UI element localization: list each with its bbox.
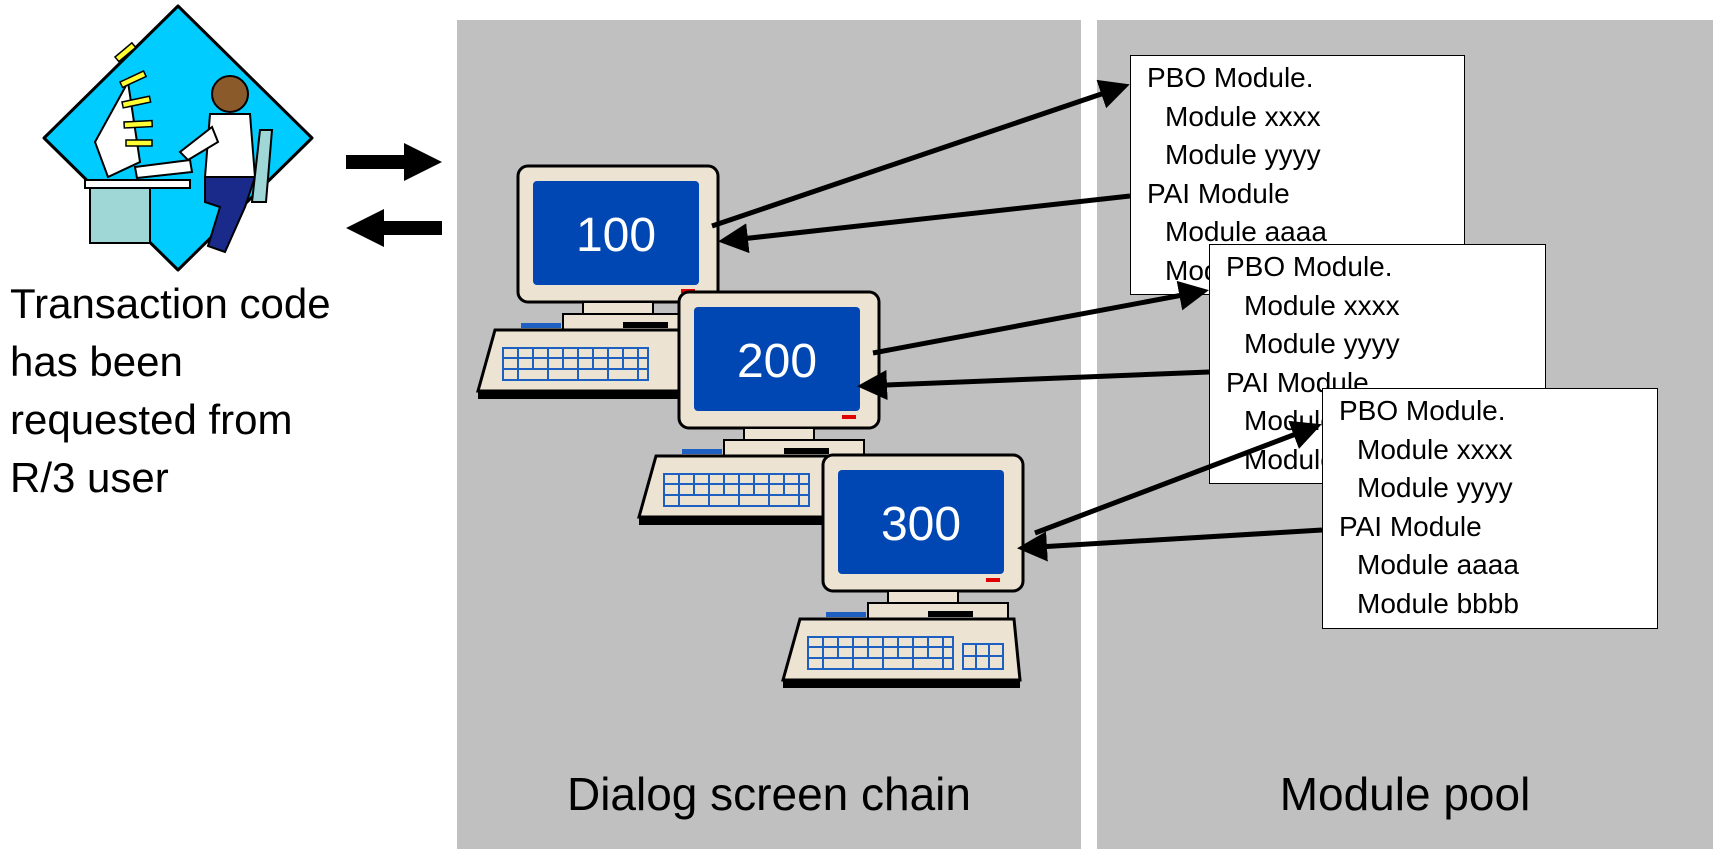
module-box-300: PBO Module. Module xxxx Module yyyy PAI … — [1322, 388, 1658, 629]
dialog-screen-200: 200 — [634, 289, 884, 529]
computer-icon — [476, 164, 720, 399]
user-at-computer-icon — [42, 4, 314, 272]
dialog-screen-chain-label: Dialog screen chain — [566, 768, 971, 820]
caption-line: R/3 user — [10, 454, 169, 501]
computer-icon — [637, 290, 881, 525]
module-item: Module bbbb — [1357, 587, 1519, 619]
pai-module-heading: PAI Module — [1147, 177, 1290, 209]
caption-line: Transaction code — [10, 280, 331, 327]
module-item: Module yyyy — [1165, 139, 1321, 170]
screen-number: 300 — [880, 498, 962, 551]
computer-icon — [781, 453, 1025, 688]
dialog-screen-300: 300 — [778, 452, 1028, 692]
user-caption: Transaction code has been requested from… — [10, 275, 410, 507]
screen-number: 100 — [575, 209, 657, 262]
module-item: Module xxxx — [1244, 289, 1400, 321]
module-item: Module xxxx — [1357, 433, 1513, 465]
module-item: Module yyyy — [1357, 472, 1513, 503]
caption-line: requested from — [10, 396, 293, 443]
module-pool-label: Module pool — [1279, 768, 1531, 820]
pbo-module-heading: PBO Module. — [1339, 395, 1506, 426]
pbo-module-heading: PBO Module. — [1226, 251, 1393, 282]
caption-line: has been — [10, 338, 183, 385]
module-item: Module aaaa — [1357, 549, 1519, 580]
dialog-screen-100: 100 — [473, 163, 723, 403]
module-item: Module xxxx — [1165, 100, 1321, 132]
request-arrows — [346, 143, 442, 247]
module-item: Module yyyy — [1244, 328, 1400, 359]
screen-number: 200 — [736, 335, 818, 388]
pbo-module-heading: PBO Module. — [1147, 62, 1314, 93]
pai-module-heading: PAI Module — [1339, 510, 1482, 542]
module-item: Module aaaa — [1165, 216, 1327, 247]
